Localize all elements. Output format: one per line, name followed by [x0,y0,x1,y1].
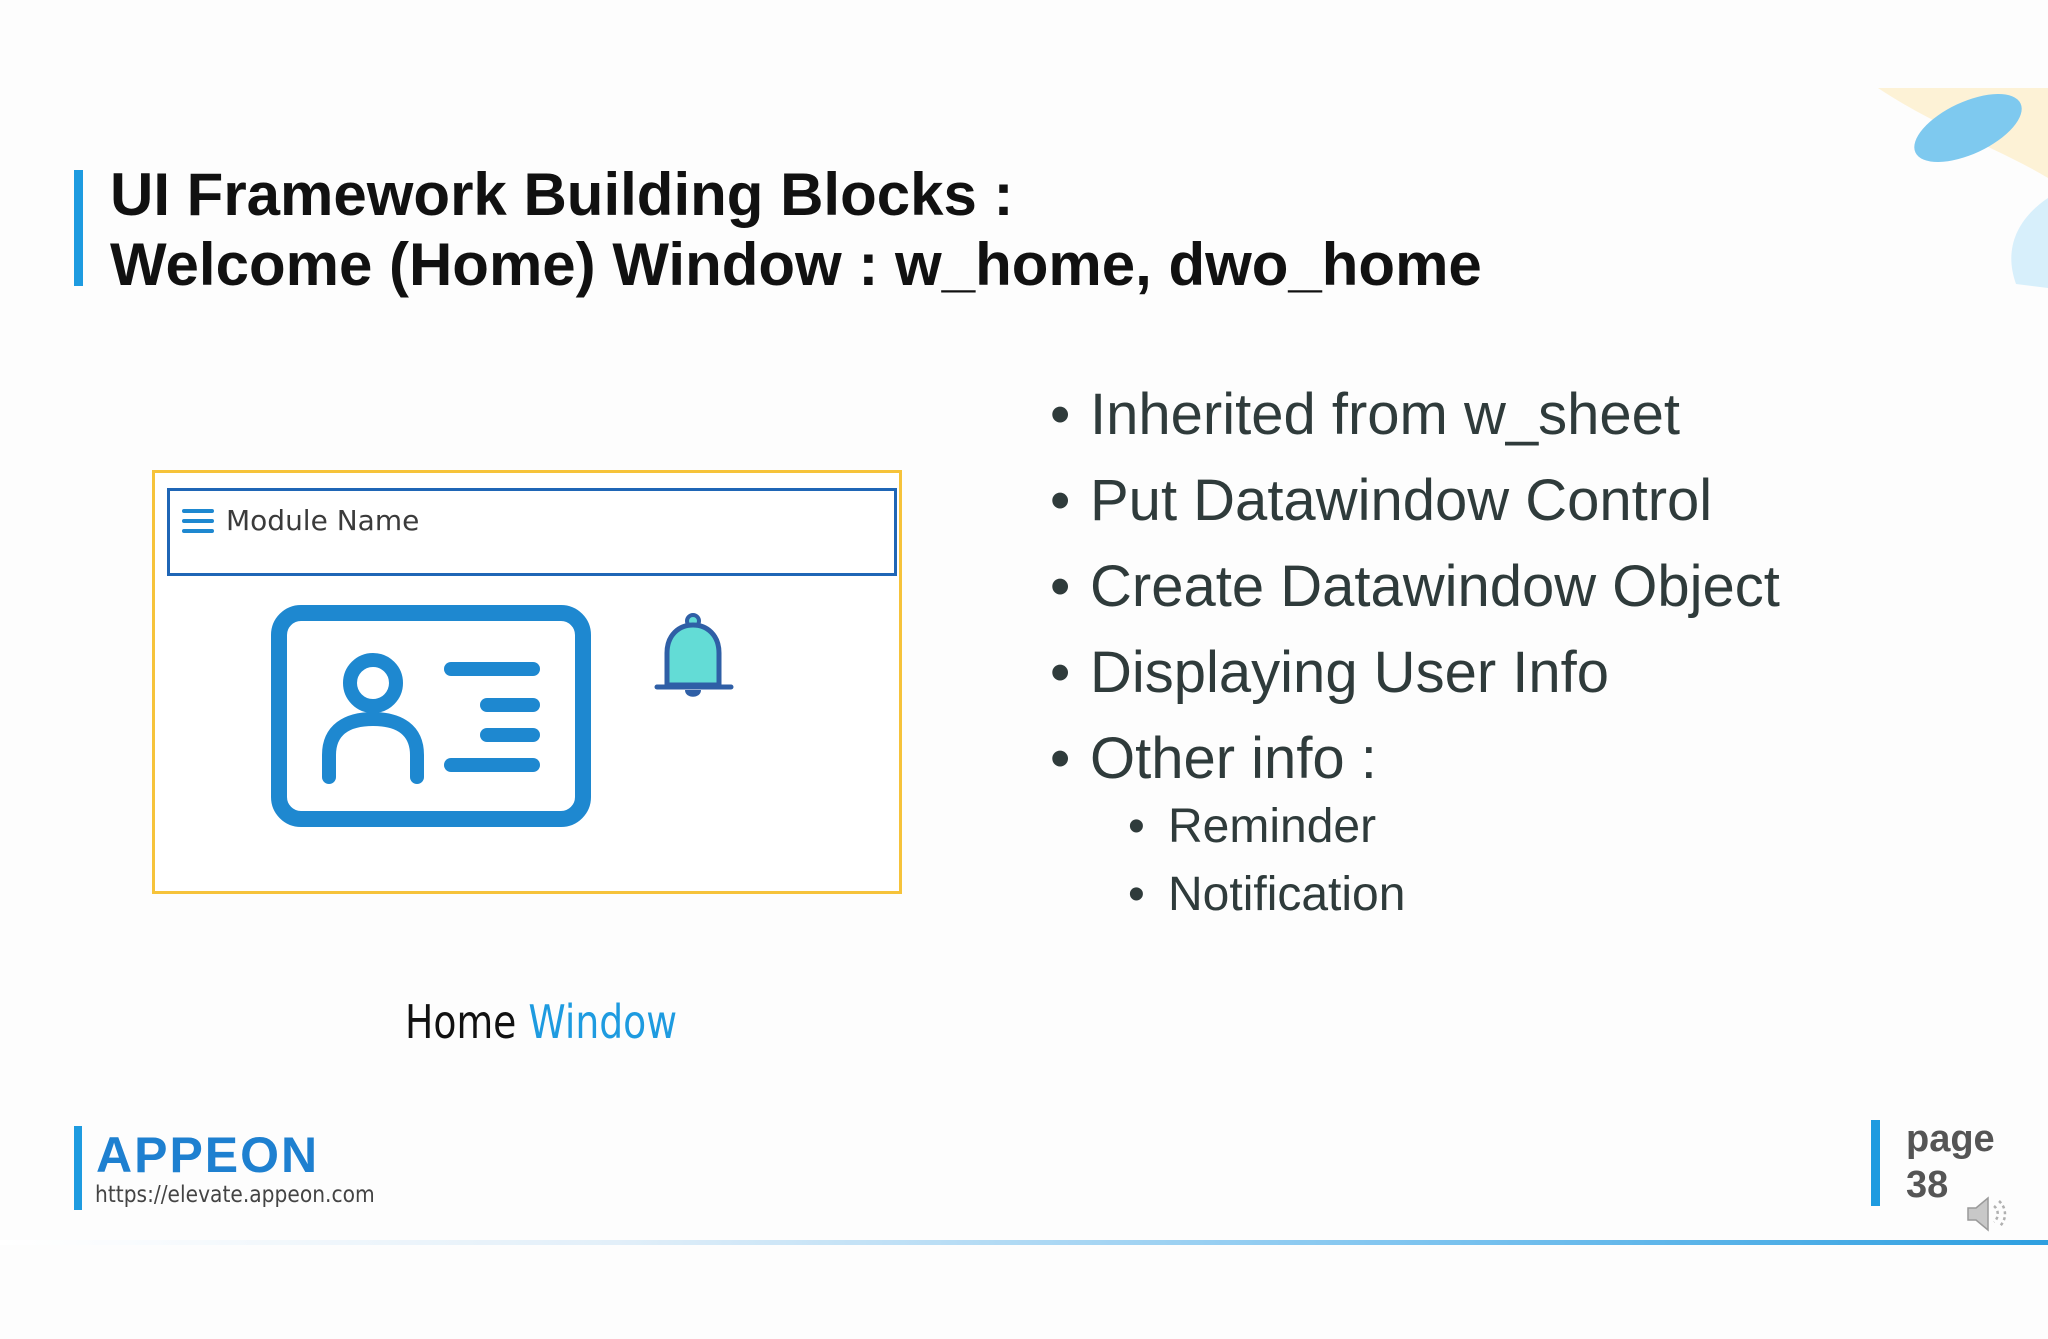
bullet-item: Other info : [1050,716,1780,802]
sub-bullet-item: Notification [1128,861,1405,929]
module-name-label: Module Name [226,504,420,537]
title-line-2: Welcome (Home) Window : w_home, dwo_home [110,231,1482,298]
page-number: 38 [1906,1164,1949,1206]
appeon-logo: APPEON [96,1130,319,1178]
bullet-item: Inherited from w_sheet [1050,372,1780,458]
home-window-mockup: Module Name [152,470,902,894]
caption-window: Window [528,995,678,1049]
mockup-caption: Home Window [405,995,677,1049]
bullet-list: Inherited from w_sheet Put Datawindow Co… [1050,372,1780,802]
bullet-item: Put Datawindow Control [1050,458,1780,544]
title-line-1: UI Framework Building Blocks : [110,161,1014,228]
page-word: page [1906,1118,1995,1160]
module-header: Module Name [167,488,897,576]
title-accent-bar [74,170,83,286]
footer-accent-bar-left [74,1126,82,1210]
speaker-icon[interactable] [1964,1192,2012,1236]
bullet-item: Displaying User Info [1050,630,1780,716]
menu-icon [182,509,214,537]
bell-icon [654,613,734,697]
caption-home: Home [405,995,517,1049]
sub-bullet-item: Reminder [1128,793,1405,861]
decorative-shapes [1878,88,2048,288]
bullet-item: Create Datawindow Object [1050,544,1780,630]
footer-accent-bar-right [1871,1120,1880,1206]
sub-bullet-list: Reminder Notification [1128,793,1405,929]
user-card-icon [271,605,591,827]
page-indicator: page 38 [1906,1116,1995,1208]
slide-title: UI Framework Building Blocks : Welcome (… [110,160,1482,300]
footer-gradient-line [0,1240,2048,1245]
logo-text: APPEON [96,1130,319,1178]
footer-url[interactable]: https://elevate.appeon.com [95,1182,375,1208]
